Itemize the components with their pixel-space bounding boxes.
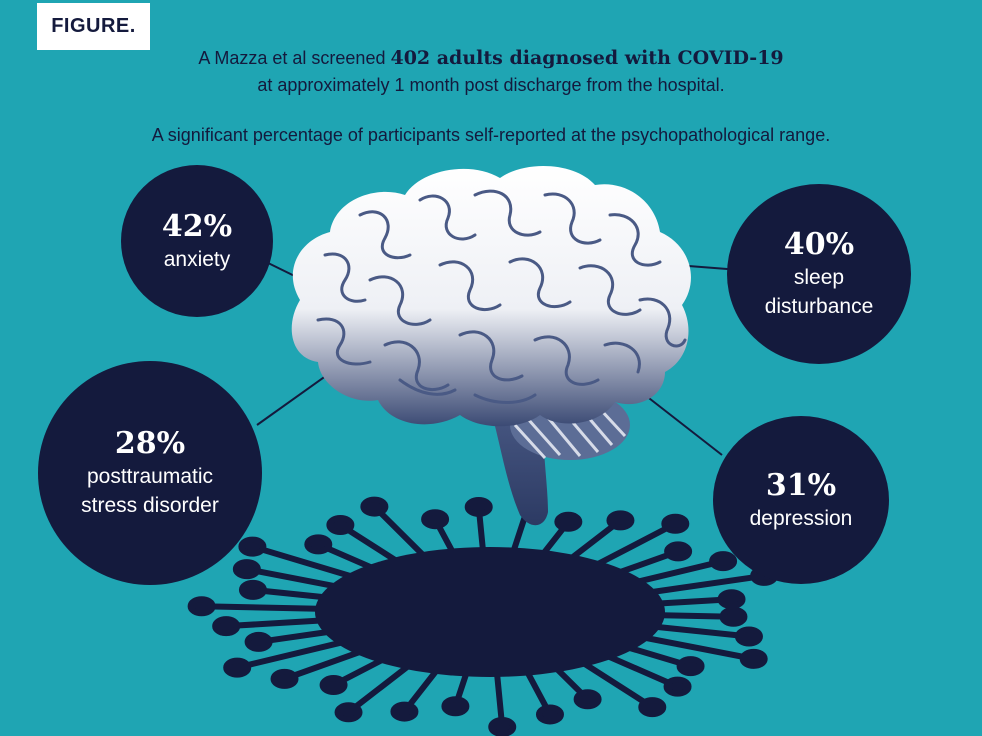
virus-spike [234,638,348,671]
virus-spike-tip [421,509,450,530]
intro-line-1: A Mazza et al screened 402 adults diagno… [60,45,922,72]
intro-line-2: at approximately 1 month post discharge … [257,75,725,95]
virus-spike-tip [573,689,602,710]
virus-spike [223,617,329,630]
virus-spike-tip [717,589,746,610]
sleep-disturbance-value: 40% [783,227,855,262]
virus-spike-tip [319,675,348,696]
virus-spike-tip [441,696,470,717]
virus-spike-tip [244,631,273,652]
ptsd-label-2: stress disorder [81,494,219,517]
sleep-disturbance-label-2: disturbance [764,295,874,318]
virus-spike-tip [464,496,493,517]
virus-spike [345,662,412,716]
virus-spike-tip [554,511,583,532]
virus-spike-tip [664,541,693,562]
virus-spike [648,623,752,640]
virus-spike [198,603,327,612]
depression-value: 31% [765,467,837,503]
virus-spike-tip [212,616,241,637]
sleep-disturbance-label-1: sleep [793,266,845,289]
virus-spike-tip [638,697,667,718]
virus-spike-tip [719,606,748,627]
virus-spike-tip [304,534,333,555]
virus-spike-tip [360,496,389,517]
intro-line-3: A significant percentage of participants… [151,125,831,145]
ptsd-value: 28% [114,426,186,461]
virus-spike-tip [488,716,517,736]
virus-spike-tip [223,657,252,678]
anxiety-label: anxiety [163,247,231,271]
figure-tag: FIGURE. [37,3,150,50]
depression-label: depression [749,506,853,530]
virus-spike [638,634,757,662]
virus-spike [243,566,342,590]
ptsd-label-1: posttraumatic [86,465,214,488]
virus-spike-tip [232,559,261,580]
virus-spike [632,558,727,586]
sleep-disturbance-stat: 40% sleep disturbance [727,184,911,364]
virus-spike-tip [676,656,705,677]
virus-spike-tip [238,536,267,557]
virus-spike-tip [187,596,216,617]
virus-spike-tip [739,648,768,669]
virus-spike [644,572,768,596]
virus-spike-tip [661,513,690,534]
virus-spike [580,660,656,711]
virus-spike-tip [734,626,763,647]
virus-spike-tip [270,668,299,689]
virus-spike-tip [326,515,355,536]
depression-stat: 31% depression [713,416,889,584]
intro-text: A Mazza et al screened [198,48,391,68]
intro-highlight: 402 adults diagnosed with COVID-19 [390,47,784,69]
virus-spike [593,520,679,568]
virus-spike-tip [709,551,738,572]
anxiety-value: 42% [161,208,233,244]
virus-spike [281,648,365,682]
virus-spike-tip [238,579,267,600]
virus-spike-tip [390,701,419,722]
virus-spike-tip [606,510,635,531]
ptsd-stat: 28% posttraumatic stress disorder [38,361,262,585]
virus-spike-tip [663,676,692,697]
anxiety-stat: 42% anxiety [121,165,273,317]
virus-spike [249,543,357,580]
virus-spike-tip [535,704,564,725]
virus-spike-tip [334,702,363,723]
